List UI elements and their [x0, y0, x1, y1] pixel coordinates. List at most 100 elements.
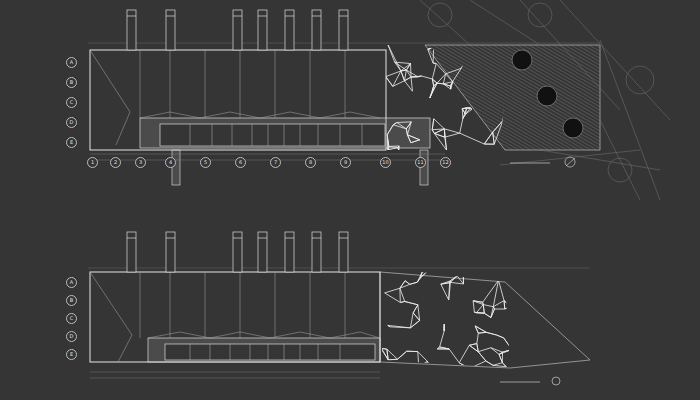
paving-line: [449, 281, 451, 283]
paving-line: [476, 52, 483, 54]
paving-line: [478, 352, 486, 361]
paving-line: [422, 271, 427, 272]
paving-line: [444, 129, 446, 150]
grid-bubble: 8: [305, 157, 316, 168]
paving-line: [437, 83, 443, 85]
paving-line: [386, 71, 401, 77]
paving-line: [504, 301, 510, 307]
paving-line: [457, 273, 463, 276]
paving-line: [443, 84, 450, 86]
paving-line: [445, 133, 460, 137]
paving-line: [460, 133, 485, 144]
paving-line: [432, 86, 434, 92]
paving-line: [444, 324, 445, 331]
paving-line: [401, 70, 406, 72]
paving-line: [398, 146, 399, 152]
paving-line: [428, 43, 439, 49]
paving-line: [493, 301, 504, 307]
paving-line: [434, 119, 445, 129]
paving-line: [407, 351, 418, 352]
paving-line: [441, 284, 449, 300]
paving-line: [444, 129, 445, 137]
paving-line: [388, 359, 397, 361]
paving-line: [428, 49, 433, 63]
paving-line: [407, 122, 411, 135]
paving-line: [476, 312, 484, 313]
grid-bubble: E: [66, 349, 77, 360]
paving-line: [439, 43, 455, 47]
paving-line: [393, 123, 397, 125]
paving-line: [422, 271, 427, 272]
paving-line: [388, 45, 401, 71]
paving-line: [463, 108, 467, 119]
paving-line: [410, 64, 411, 77]
paving-line: [451, 82, 453, 89]
paving-line: [440, 331, 445, 347]
paving-line: [463, 273, 464, 284]
grid-bubble: 12: [440, 157, 451, 168]
paving-line: [474, 312, 484, 313]
paving-line: [436, 63, 445, 73]
paving-line: [465, 108, 466, 114]
paving-line: [467, 107, 471, 108]
paving-line: [410, 282, 417, 284]
paving-line: [444, 324, 445, 331]
paving-line: [407, 135, 419, 140]
paving-line: [497, 335, 504, 338]
paving-line: [494, 308, 504, 309]
grid-bubble: 9: [340, 157, 351, 168]
paving-line: [421, 76, 432, 79]
paving-line: [400, 288, 405, 301]
paving-line: [504, 338, 512, 350]
paving-line: [434, 129, 444, 134]
paving-line: [433, 47, 435, 63]
paving-line: [430, 92, 432, 98]
paving-line: [389, 145, 399, 147]
paving-line: [437, 74, 446, 83]
paving-line: [434, 43, 439, 47]
paving-line: [483, 305, 484, 314]
paving-line: [482, 54, 496, 59]
paving-line: [405, 301, 418, 304]
paving-line: [418, 76, 421, 78]
paving-line: [381, 348, 388, 359]
paving-line: [483, 305, 493, 307]
paving-line: [434, 83, 437, 86]
paving-line: [407, 351, 418, 352]
paving-line: [505, 83, 507, 104]
paving-line: [476, 52, 483, 54]
paving-line: [401, 70, 406, 72]
paving-line: [462, 109, 465, 115]
paving-line: [496, 54, 505, 58]
paving-line: [388, 325, 411, 327]
paving-line: [484, 132, 492, 144]
paving-line: [489, 67, 496, 74]
paving-line: [450, 282, 463, 284]
paving-line: [400, 301, 404, 303]
paving-line: [389, 146, 398, 147]
paving-line: [449, 349, 459, 363]
paving-line: [503, 104, 506, 121]
paving-line: [461, 52, 470, 68]
paving-line: [406, 70, 418, 77]
paving-line: [459, 363, 469, 369]
paving-line: [434, 83, 437, 86]
paving-line: [455, 47, 470, 52]
paving-line: [411, 77, 412, 91]
paving-line: [503, 350, 512, 353]
paving-line: [476, 305, 483, 313]
paving-line: [432, 83, 437, 92]
paving-line: [449, 281, 451, 283]
paving-line: [474, 312, 476, 314]
paving-line: [404, 77, 411, 81]
paving-line: [434, 129, 444, 134]
paving-line: [432, 119, 434, 130]
paving-line: [406, 70, 411, 77]
grid-bubble: 1: [87, 157, 98, 168]
paving-line: [493, 307, 494, 309]
paving-line: [455, 47, 470, 52]
paving-line: [406, 129, 407, 135]
paving-line: [462, 107, 466, 109]
paving-line: [493, 132, 495, 144]
paving-line: [475, 326, 486, 332]
